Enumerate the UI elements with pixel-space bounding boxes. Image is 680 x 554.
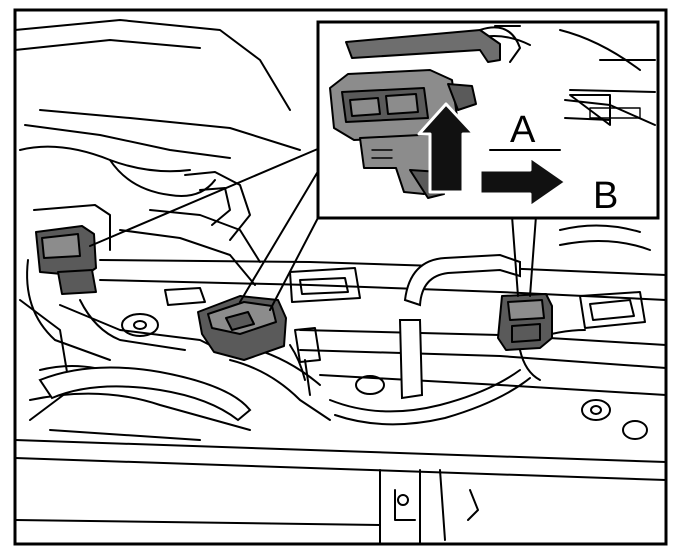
label-direction-b: B (593, 175, 618, 217)
label-a-backdrop (496, 108, 564, 148)
callout-leaders (89, 147, 537, 311)
arrow-up-icon (417, 102, 476, 194)
connector-left (35, 225, 97, 295)
engine-bay-background (14, 19, 667, 545)
connector-right (497, 293, 553, 351)
arrow-right-icon (478, 155, 568, 209)
label-direction-a: A (510, 109, 536, 151)
direction-arrow-a (417, 102, 476, 194)
connector-middle (197, 295, 287, 361)
direction-arrow-b (478, 155, 568, 209)
